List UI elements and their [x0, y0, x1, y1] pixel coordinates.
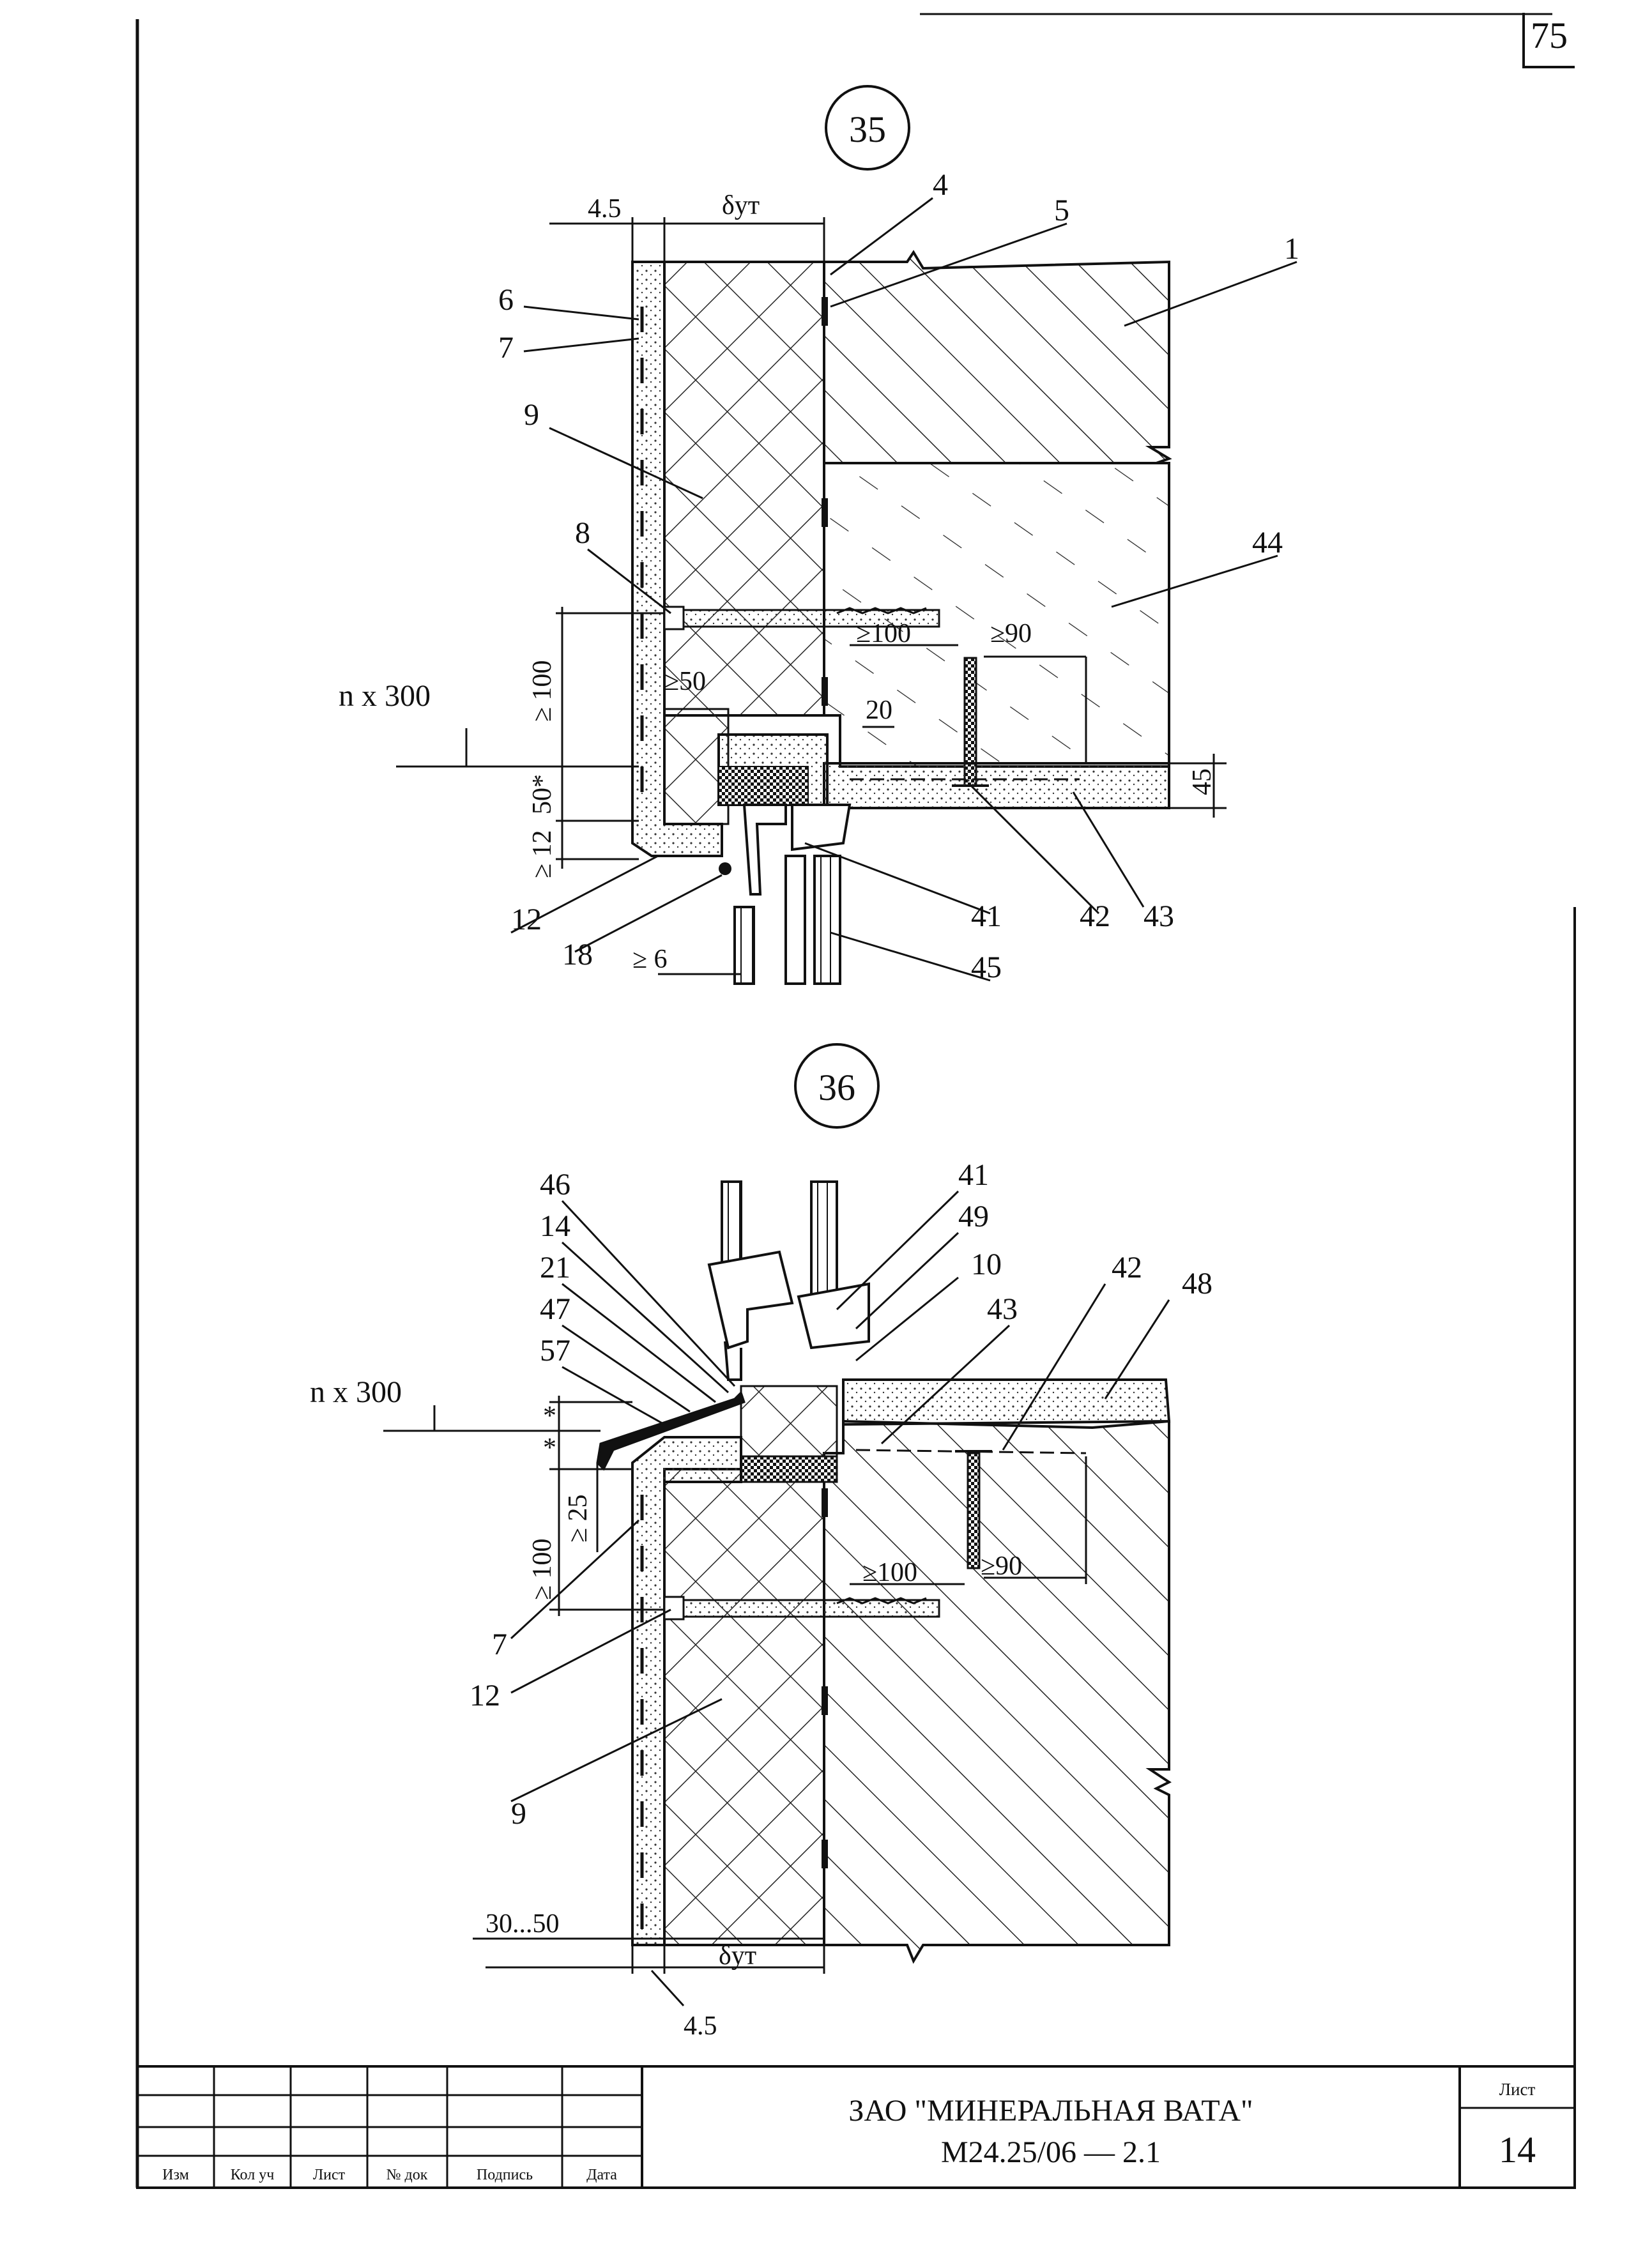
window-frame-35: [717, 733, 852, 985]
concrete-wall-upper: [823, 250, 1172, 464]
callout-41-36: 41: [958, 1158, 989, 1192]
dim-45-35: 45: [1188, 768, 1217, 795]
callout-9-36: 9: [511, 1797, 526, 1831]
callout-57-36: 57: [540, 1334, 570, 1368]
callout-48-36: 48: [1182, 1267, 1212, 1301]
callout-49-36: 49: [958, 1200, 989, 1233]
tb-document-code: М24.25/06 — 2.1: [941, 2135, 1161, 2169]
anchor-dowel-36: [663, 1596, 940, 1621]
dim-insulation-35: δут: [722, 191, 760, 220]
callout-14-36: 14: [540, 1209, 570, 1243]
dim-star1-36: *: [543, 1401, 556, 1431]
page-number: 75: [1531, 15, 1568, 56]
window-frame-36: [707, 1180, 870, 1381]
detail-36-marker: 36: [818, 1067, 855, 1108]
dim-star2-36: *: [543, 1433, 556, 1463]
tb-organization: ЗАО "МИНЕРАЛЬНАЯ ВАТА": [848, 2094, 1253, 2128]
callout-7-36: 7: [492, 1628, 507, 1661]
dim-step-35: n x 300: [339, 679, 431, 713]
tb-col-izm: Изм: [162, 2167, 189, 2183]
callout-12-36: 12: [470, 1679, 500, 1713]
callout-7: 7: [498, 331, 514, 365]
dimension-lines-36: [383, 1396, 1087, 1974]
sill-flashing-36: [596, 1391, 746, 1471]
render-layer-36: [631, 1436, 742, 1946]
dim-50star-35: 50*: [528, 774, 557, 814]
dimension-lines-35: [396, 217, 1227, 975]
dim-min100-36: ≥ 100: [528, 1538, 557, 1600]
tb-sheet-number: 14: [1499, 2129, 1536, 2170]
callout-5: 5: [1054, 194, 1069, 227]
callout-45: 45: [971, 950, 1002, 984]
dim-anchor100-36: ≥100: [862, 1558, 917, 1587]
tb-sheet-label: Лист: [1499, 2080, 1536, 2099]
tb-col-signature: Подпись: [477, 2167, 533, 2183]
callout-1: 1: [1284, 232, 1299, 266]
dim-step-36: n x 300: [310, 1375, 402, 1409]
callout-6: 6: [498, 283, 514, 317]
render-layer-35: [631, 261, 723, 857]
callout-42-36: 42: [1112, 1251, 1142, 1285]
dim-anchor90-36: ≥90: [981, 1552, 1022, 1581]
dim-min25-36: ≥ 25: [563, 1494, 593, 1543]
callout-8: 8: [575, 516, 590, 550]
dim-20-35: 20: [866, 696, 892, 725]
title-block: [136, 2065, 1576, 2189]
leaders-36: [510, 1190, 1170, 2007]
slab-anchor-36: [955, 1450, 992, 1569]
sill-board-35: [823, 762, 1170, 809]
anchor-dowel-35: [663, 606, 940, 630]
dim-min6-35: ≥ 6: [632, 945, 668, 974]
callout-42: 42: [1080, 899, 1110, 933]
callout-41: 41: [971, 899, 1002, 933]
callout-9: 9: [524, 398, 539, 432]
callout-21-36: 21: [540, 1251, 570, 1285]
detail-35: 35: [339, 85, 1299, 985]
dim-anchor100-35: ≥100: [856, 619, 911, 648]
leaders-35: [510, 197, 1297, 982]
dim-min12-35: ≥ 12: [528, 830, 557, 878]
dim-facing-thickness-35: 4.5: [588, 194, 622, 224]
callout-43-36: 43: [987, 1292, 1018, 1326]
insulation-board-36: [663, 1468, 825, 1946]
sill-insulation-36: [740, 1385, 838, 1458]
tb-col-kol-uch: Кол уч: [231, 2167, 275, 2183]
callout-12: 12: [511, 903, 542, 936]
interior-sill-36: [842, 1378, 1171, 1426]
dim-facing-36: 4.5: [684, 2011, 717, 2041]
callout-44: 44: [1252, 526, 1283, 560]
page-number-box: 75: [1522, 13, 1575, 68]
dim-insulation-36: δут: [719, 1941, 756, 1971]
tb-col-list: Лист: [313, 2167, 346, 2183]
glue-dabs-35: [822, 297, 828, 706]
tb-col-doc-number: № док: [386, 2167, 428, 2183]
callout-47-36: 47: [540, 1292, 570, 1326]
dim-min50-35: ≥50: [664, 667, 706, 696]
detail-36: 36: [310, 1043, 1212, 2041]
dim-min100-35: ≥ 100: [528, 660, 557, 722]
dim-anchor90-35: ≥90: [990, 619, 1032, 648]
callout-4: 4: [933, 168, 948, 202]
callout-18: 18: [562, 938, 593, 972]
dim-gap-36: 30...50: [486, 1909, 560, 1939]
glue-dabs-36: [822, 1488, 828, 1868]
insulation-board-35: [663, 261, 825, 717]
callout-43: 43: [1143, 899, 1174, 933]
callout-10-36: 10: [971, 1247, 1002, 1281]
callout-46-36: 46: [540, 1168, 570, 1201]
detail-35-marker: 35: [849, 109, 886, 150]
tb-col-date: Дата: [586, 2167, 617, 2183]
concrete-wall-36: [823, 1419, 1172, 1964]
